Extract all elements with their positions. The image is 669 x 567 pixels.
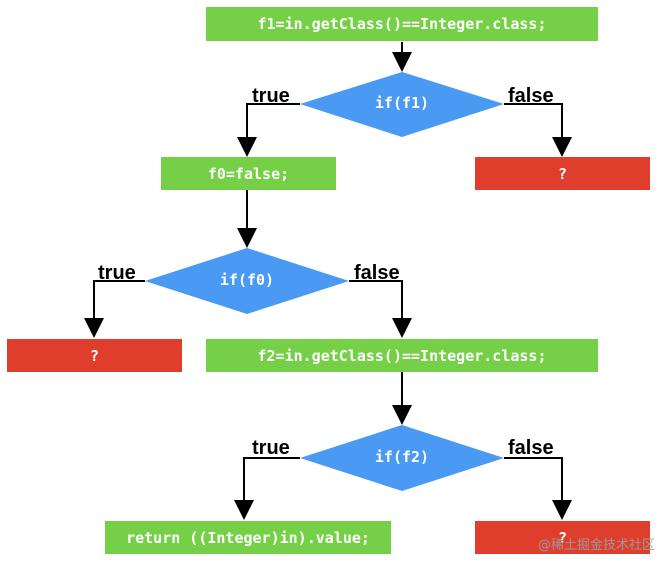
decision-if-f1 [300, 72, 504, 137]
process-assign-f2-text: f2=in.getClass()==Integer.class; [257, 346, 547, 365]
decision-if-f0 [145, 248, 349, 314]
process-assign-f1-text: f1=in.getClass()==Integer.class; [257, 15, 547, 33]
branch-f0-true-label: true [98, 262, 136, 284]
branch-f2-false-label: false [508, 437, 554, 459]
process-assign-f2: f2=in.getClass()==Integer.class; [206, 339, 598, 372]
terminal-f2-false-unknown-text: ? [557, 528, 568, 547]
process-assign-f0-text: f0=false; [207, 164, 290, 183]
arrow-if-f0-false [349, 280, 412, 338]
terminal-return-integer-value-text: return ((Integer)in).value; [126, 528, 370, 547]
terminal-f2-false-unknown: ? [475, 521, 650, 554]
process-assign-f0: f0=false; [161, 157, 336, 190]
terminal-f1-false-unknown: ? [475, 157, 650, 190]
terminal-return-integer-value: return ((Integer)in).value; [105, 521, 391, 554]
branch-f2-true-label: true [252, 437, 290, 459]
arrow-if-f0-true [84, 280, 145, 338]
decision-if-f2 [300, 425, 504, 491]
terminal-f0-true-unknown-text: ? [89, 346, 100, 365]
branch-f1-false-label: false [508, 85, 554, 107]
arrow-if-f1-true [237, 103, 300, 157]
decision-if-f1-label: if(f1) [374, 94, 430, 112]
arrow-if-f1-false [504, 103, 572, 157]
decision-if-f0-label: if(f0) [219, 271, 275, 289]
terminal-f1-false-unknown-text: ? [557, 164, 568, 183]
arrow-if-f2-false [504, 457, 572, 520]
terminal-f0-true-unknown: ? [7, 339, 182, 372]
site-watermark: @稀土掘金技术社区 [537, 538, 655, 553]
branch-f0-false-label: false [354, 262, 400, 284]
branch-f1-true-label: true [252, 85, 290, 107]
process-assign-f1: f1=in.getClass()==Integer.class; [206, 7, 598, 41]
arrow-if-f2-true [234, 457, 300, 520]
decision-if-f2-label: if(f2) [374, 448, 430, 466]
